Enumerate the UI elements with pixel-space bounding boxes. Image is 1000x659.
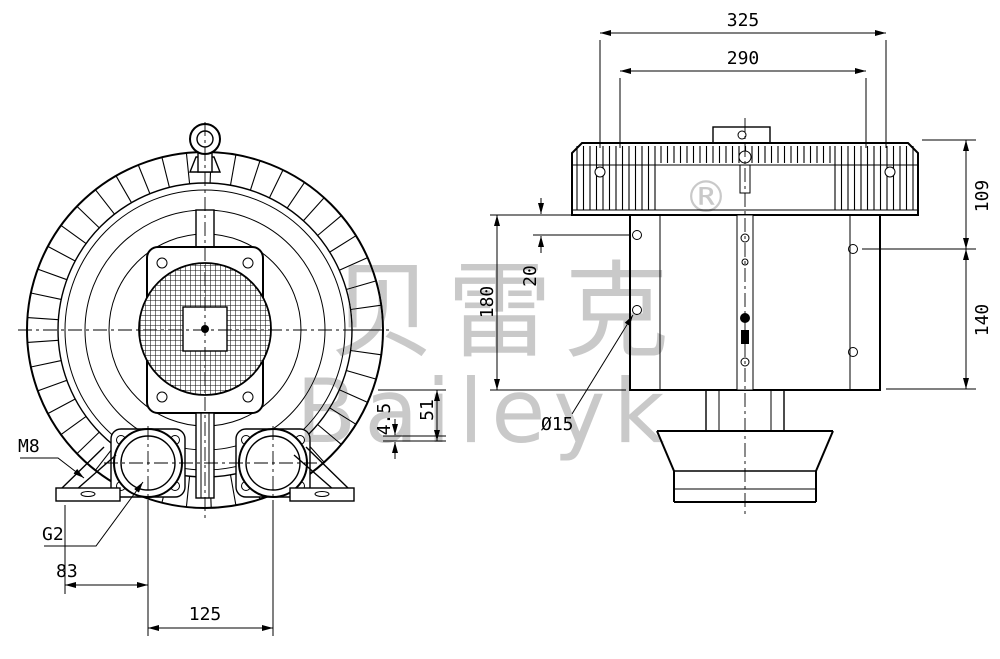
dim-base-thickness: 4.5 bbox=[374, 403, 446, 459]
cap-screw bbox=[884, 166, 896, 178]
cap-fins-left bbox=[576, 146, 656, 210]
dim-port-thread: G2 bbox=[42, 481, 144, 547]
dim-label-325: 325 bbox=[727, 10, 760, 31]
dim-label-290: 290 bbox=[727, 48, 760, 69]
dim-hole-diameter: Ø15 bbox=[541, 314, 634, 435]
dim-label-83: 83 bbox=[56, 561, 78, 582]
watermark-chinese: 贝雷克 bbox=[330, 251, 681, 373]
right-foot bbox=[289, 446, 355, 502]
dim-body-height: 140 bbox=[886, 249, 993, 390]
bell-side bbox=[815, 430, 834, 472]
right-foot-base bbox=[289, 487, 355, 502]
watermark-registered-mark: ® bbox=[684, 172, 728, 223]
dim-label-51: 51 bbox=[417, 399, 438, 421]
main-body bbox=[629, 214, 881, 391]
column-detail bbox=[740, 233, 750, 243]
dim-label-4-5: 4.5 bbox=[374, 403, 395, 436]
dim-label-140: 140 bbox=[972, 304, 993, 337]
cover-screw bbox=[242, 391, 254, 403]
column-detail bbox=[741, 258, 749, 266]
side-view bbox=[571, 118, 919, 515]
dim-label-dia15: Ø15 bbox=[541, 414, 574, 435]
left-foot-slot bbox=[80, 491, 96, 497]
top-lug bbox=[712, 126, 771, 144]
dim-label-109: 109 bbox=[972, 180, 993, 213]
left-foot bbox=[55, 446, 121, 502]
right-foot-slot bbox=[314, 491, 330, 497]
dim-label-20: 20 bbox=[520, 265, 541, 287]
watermark: 贝雷克 ® Baileyk bbox=[296, 172, 728, 463]
left-foot-base bbox=[55, 487, 121, 502]
dim-label-125: 125 bbox=[189, 604, 222, 625]
watermark-latin: Baileyk bbox=[296, 360, 672, 463]
dim-port-spacing: 125 bbox=[148, 500, 274, 636]
dim-flange-width: 290 bbox=[619, 48, 867, 148]
dim-top-height: 109 bbox=[862, 139, 993, 250]
cover-screw bbox=[242, 257, 254, 269]
dim-left-height: 180 bbox=[477, 214, 626, 391]
cover-screw bbox=[156, 257, 168, 269]
cap-fins-right bbox=[834, 146, 914, 210]
mounting-hole bbox=[632, 305, 642, 315]
mounting-hole bbox=[848, 244, 858, 254]
dim-foot-offset: 83 bbox=[56, 500, 149, 636]
dim-base-height: 51 bbox=[378, 389, 446, 442]
cap-screw bbox=[594, 166, 606, 178]
dim-hole-offset: 20 bbox=[520, 198, 631, 287]
dimension-annotations: 325 290 109 140 180 bbox=[18, 10, 993, 636]
dim-overall-width: 325 bbox=[599, 10, 887, 148]
label-m8: M8 bbox=[18, 436, 40, 457]
bell-side bbox=[656, 430, 675, 472]
top-lug-screw bbox=[737, 130, 747, 140]
front-view bbox=[18, 122, 392, 522]
mounting-hole bbox=[848, 347, 858, 357]
dim-label-180: 180 bbox=[477, 286, 498, 319]
mounting-hole bbox=[632, 230, 642, 240]
dim-bolt-thread: M8 bbox=[18, 436, 85, 479]
column-detail bbox=[740, 357, 750, 367]
cover-screw bbox=[156, 391, 168, 403]
label-g2: G2 bbox=[42, 524, 64, 545]
